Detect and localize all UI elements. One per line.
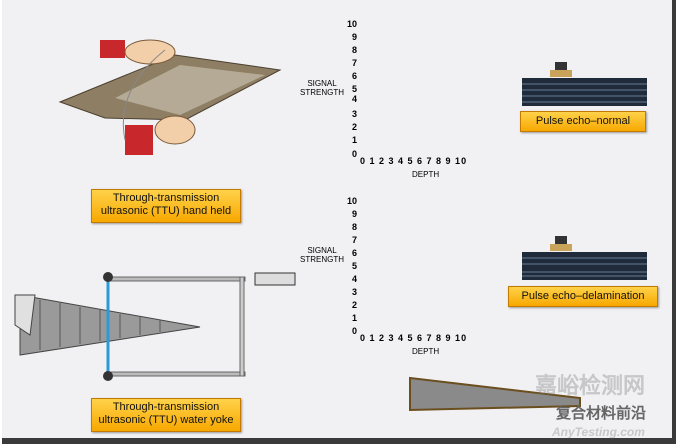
watermark-line3: 复合材料前沿: [556, 405, 647, 422]
y-tick: 6: [351, 248, 357, 258]
y-tick: 4: [351, 94, 357, 104]
pulse-echo-normal-illustration: [522, 62, 647, 106]
y-tick: 9: [351, 209, 357, 219]
y-tick: 1: [351, 313, 357, 323]
ylabel-line2: STRENGTH: [300, 255, 344, 264]
y-tick: 8: [351, 222, 357, 232]
y-tick: 6: [351, 71, 357, 81]
watermark-line1: 嘉峪检测网: [535, 373, 646, 398]
label-pulse-echo-delamination: Pulse echo–delamination: [508, 286, 658, 307]
watermark-line2: AnyTesting.com: [552, 425, 645, 439]
tapered-laminate-illustration: [409, 376, 581, 412]
y-tick: 3: [351, 109, 357, 119]
label-ttu-water-yoke: Through-transmission ultrasonic (TTU) wa…: [91, 398, 241, 432]
ylabel-line1: SIGNAL: [307, 246, 337, 255]
x-axis-label: DEPTH: [412, 170, 440, 179]
x-ticks: 0 1 2 3 4 5 6 7 8 9 10: [360, 333, 468, 343]
y-tick: 7: [351, 235, 357, 245]
y-tick: 2: [351, 122, 357, 132]
y-tick: 8: [351, 45, 357, 55]
y-tick: 2: [351, 300, 357, 310]
y-tick: 10: [346, 196, 357, 206]
y-tick: 5: [351, 84, 357, 94]
label-pulse-echo-normal: Pulse echo–normal: [520, 111, 646, 132]
pulse-echo-delamination-illustration: [522, 236, 647, 280]
y-tick: 1: [351, 135, 357, 145]
ylabel-line1: SIGNAL: [307, 79, 337, 88]
y-tick: 0: [351, 149, 357, 159]
y-tick: 10: [346, 19, 357, 29]
ttu-hand-held-illustration: [58, 39, 282, 155]
ttu-water-yoke-illustration: [14, 272, 296, 381]
y-tick: 3: [351, 287, 357, 297]
y-tick: 9: [351, 32, 357, 42]
y-tick: 7: [351, 58, 357, 68]
y-tick: 4: [351, 274, 357, 284]
x-ticks: 0 1 2 3 4 5 6 7 8 9 10: [360, 156, 468, 166]
x-axis-label: DEPTH: [412, 347, 440, 356]
ylabel-line2: STRENGTH: [300, 88, 344, 97]
y-tick: 5: [351, 261, 357, 271]
y-tick: 0: [351, 326, 357, 336]
label-ttu-hand-held: Through-transmission ultrasonic (TTU) ha…: [91, 189, 241, 223]
